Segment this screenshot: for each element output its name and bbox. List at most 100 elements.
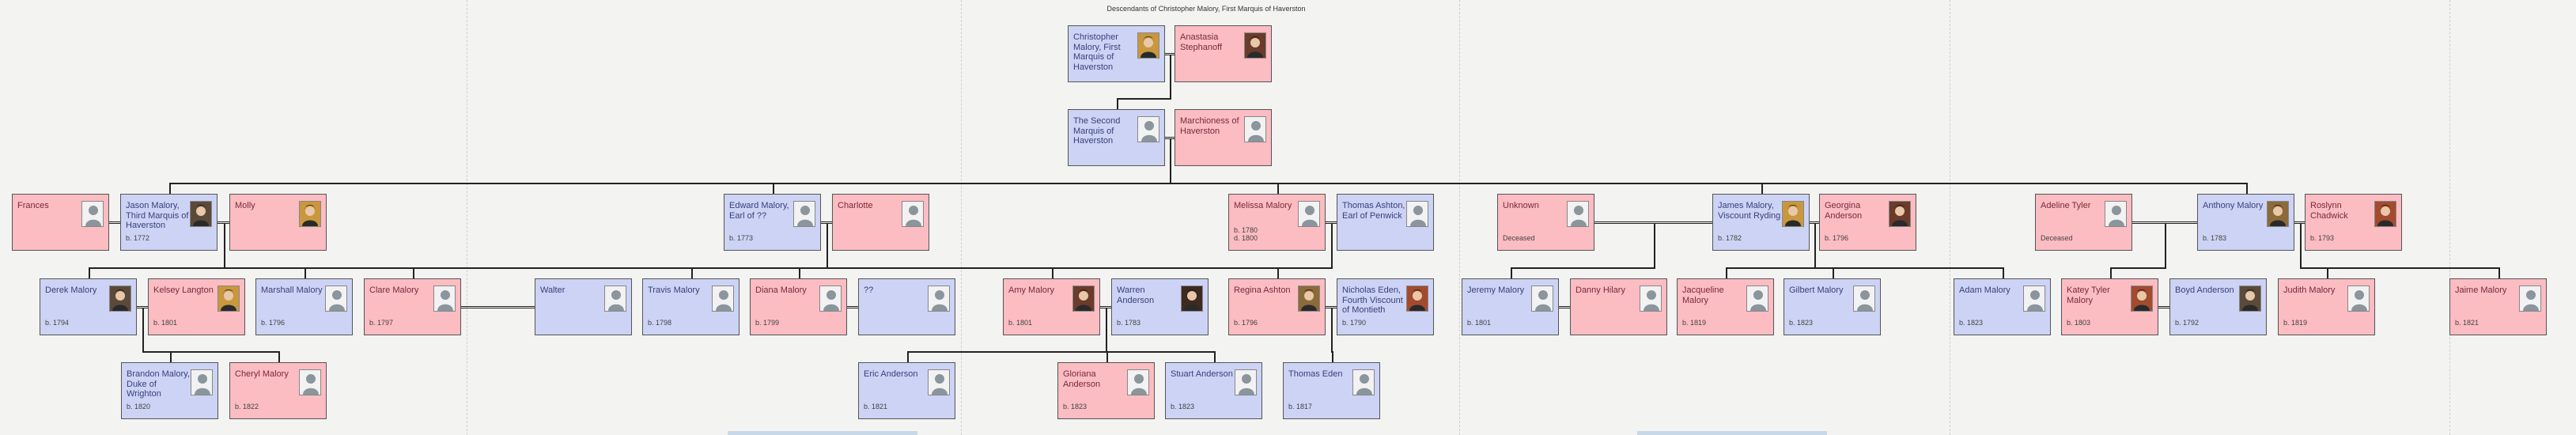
portrait-photo-icon: [1406, 286, 1428, 312]
silhouette-icon: [1567, 201, 1589, 227]
person-card-christopher[interactable]: Christopher Malory, First Marquis of Hav…: [1068, 25, 1165, 82]
person-card-jason[interactable]: Jason Malory, Third Marquis of Haverston…: [120, 194, 218, 251]
person-dates: b. 1823: [1063, 403, 1087, 410]
silhouette-icon: [1746, 286, 1768, 312]
person-card-travis[interactable]: Travis Malory b. 1798: [642, 278, 740, 335]
silhouette-icon: [928, 286, 950, 312]
grid-guide: [1459, 0, 1460, 435]
child-drop-line: [1833, 267, 1834, 278]
child-drop-line: [413, 267, 414, 278]
person-name: Marshall Malory: [261, 286, 325, 296]
person-name: James Malory, Viscount Ryding: [1718, 201, 1782, 221]
person-name: Clare Malory: [369, 286, 433, 296]
person-card-charlotte[interactable]: Charlotte: [832, 194, 929, 251]
person-name: Cheryl Malory: [235, 369, 299, 380]
descent-line: [224, 224, 225, 267]
child-drop-line: [305, 267, 306, 278]
portrait-photo-icon: [2267, 201, 2289, 227]
silhouette-icon: [2105, 201, 2127, 227]
person-dates: b. 1783: [2203, 234, 2226, 242]
descent-line: [1331, 224, 1333, 267]
portrait-photo-icon: [1298, 286, 1320, 312]
person-card-second[interactable]: The Second Marquis of Haverston: [1068, 109, 1165, 166]
child-drop-line: [773, 183, 774, 194]
person-dates: b. 1780 d. 1800: [1234, 226, 1258, 242]
silhouette-icon: [1352, 369, 1375, 395]
person-card-molly[interactable]: Molly: [229, 194, 327, 251]
person-card-frances[interactable]: Frances: [12, 194, 109, 251]
child-drop-line: [169, 183, 171, 194]
portrait-photo-icon: [218, 286, 240, 312]
person-dates: b. 1801: [1008, 319, 1032, 327]
person-dates: b. 1798: [648, 319, 671, 327]
sibling-bar: [1726, 267, 1816, 269]
scrollbar-thumb[interactable]: [1637, 431, 1827, 435]
person-card-james[interactable]: James Malory, Viscount Ryding b. 1782: [1712, 194, 1810, 251]
silhouette-icon: [1244, 116, 1266, 142]
person-card-nicholas[interactable]: Nicholas Eden, Fourth Viscount of Montie…: [1337, 278, 1434, 335]
person-name: Travis Malory: [648, 286, 712, 296]
person-name: Edward Malory, Earl of ??: [729, 201, 793, 221]
sibling-bar: [142, 351, 280, 353]
descent-line: [1170, 139, 1171, 183]
person-name: Regina Ashton: [1234, 286, 1298, 296]
sibling-bar: [2110, 267, 2166, 269]
person-name: Adam Malory: [1959, 286, 2023, 296]
silhouette-icon: [1235, 369, 1257, 395]
person-card-danny[interactable]: Danny Hilary: [1570, 278, 1667, 335]
sibling-bar: [827, 267, 1279, 269]
silhouette-icon: [819, 286, 842, 312]
person-dates: b. 1773: [729, 234, 753, 242]
silhouette-icon: [1137, 116, 1159, 142]
person-card-walter[interactable]: Walter: [535, 278, 632, 335]
person-card-adam[interactable]: Adam Malory b. 1823: [1954, 278, 2051, 335]
person-card-qq[interactable]: ??: [858, 278, 955, 335]
person-name: Derek Malory: [45, 286, 109, 296]
child-drop-line: [1726, 267, 1727, 278]
person-dates: b. 1823: [1171, 403, 1194, 410]
silhouette-icon: [793, 201, 815, 227]
person-name: Kelsey Langton: [153, 286, 218, 296]
child-drop-line: [907, 351, 909, 362]
person-dates: b. 1782: [1718, 234, 1742, 242]
person-card-marchioness[interactable]: Marchioness of Haverston: [1175, 109, 1272, 166]
person-dates: Deceased: [1503, 234, 1535, 242]
portrait-photo-icon: [2131, 286, 2153, 312]
silhouette-icon: [191, 369, 213, 395]
descent-line: [1654, 224, 1655, 267]
sibling-bar: [1814, 267, 2004, 269]
child-drop-line: [1511, 267, 1512, 278]
person-card-anastasia[interactable]: Anastasia Stephanoff: [1175, 25, 1272, 82]
person-dates: b. 1823: [1959, 319, 1983, 327]
person-card-edward[interactable]: Edward Malory, Earl of ?? b. 1773: [724, 194, 821, 251]
scrollbar-thumb[interactable]: [728, 431, 917, 435]
person-card-thomas[interactable]: Thomas Ashton, Earl of Penwick: [1337, 194, 1434, 251]
